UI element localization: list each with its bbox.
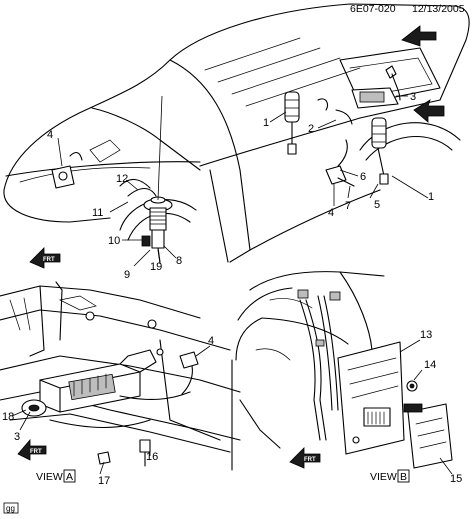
- view-b-letter: B: [400, 471, 407, 483]
- callout-2: 2: [308, 123, 314, 135]
- rear-air-strut-left: [284, 91, 300, 155]
- callout-1: 1: [428, 191, 434, 203]
- callout-16: 16: [146, 451, 158, 463]
- corner-tag-text: gg: [6, 504, 15, 513]
- front-strut-assembly: [119, 178, 173, 263]
- view-a-detail: FRT: [0, 281, 241, 475]
- view-a-letter: A: [66, 471, 73, 483]
- front-arrow-top-left: FRT: [29, 247, 61, 269]
- front-arrow-label-view-a: FRT: [30, 449, 42, 455]
- callout-12: 12: [116, 173, 128, 185]
- callout-17: 17: [98, 475, 110, 487]
- callout-13: 13: [420, 329, 432, 341]
- view-b-label: VIEW B: [370, 469, 410, 483]
- callout-10: 10: [108, 235, 120, 247]
- callout-3: 3: [14, 431, 20, 443]
- view-b-prefix: VIEW: [370, 471, 397, 483]
- callout-19: 19: [150, 261, 162, 273]
- rear-compressor-top: [335, 65, 401, 125]
- callout-3: 3: [410, 91, 416, 103]
- view-a-prefix: VIEW: [36, 471, 63, 483]
- callout-4: 4: [47, 129, 53, 141]
- leader-lines-top: [57, 95, 429, 267]
- callout-14: 14: [424, 359, 436, 371]
- callout-4: 4: [328, 207, 334, 219]
- callout-11: 11: [92, 207, 103, 219]
- callout-4: 4: [208, 335, 214, 347]
- callout-5: 5: [374, 199, 380, 211]
- rear-air-strut-right: [371, 117, 389, 185]
- callout-1: 1: [263, 117, 269, 129]
- corner-tag: gg: [3, 502, 19, 514]
- callout-9: 9: [124, 269, 130, 281]
- front-arrow-label-view-b: FRT: [304, 457, 316, 463]
- front-height-sensor: [51, 151, 83, 189]
- vehicle-body: [3, 3, 470, 263]
- callout-18: 18: [2, 411, 14, 423]
- view-b-detail: FRT: [231, 271, 453, 475]
- header-code: 6E07-020: [350, 3, 396, 15]
- front-arrow-label: FRT: [43, 257, 55, 263]
- callout-15: 15: [450, 473, 462, 485]
- view-b-indicator-arrow: [401, 25, 437, 47]
- callout-8: 8: [176, 255, 182, 267]
- callout-7: 7: [345, 200, 351, 212]
- view-a-label: VIEW A: [36, 469, 76, 483]
- view-a-indicator-arrow: [413, 99, 445, 123]
- callout-6: 6: [360, 171, 366, 183]
